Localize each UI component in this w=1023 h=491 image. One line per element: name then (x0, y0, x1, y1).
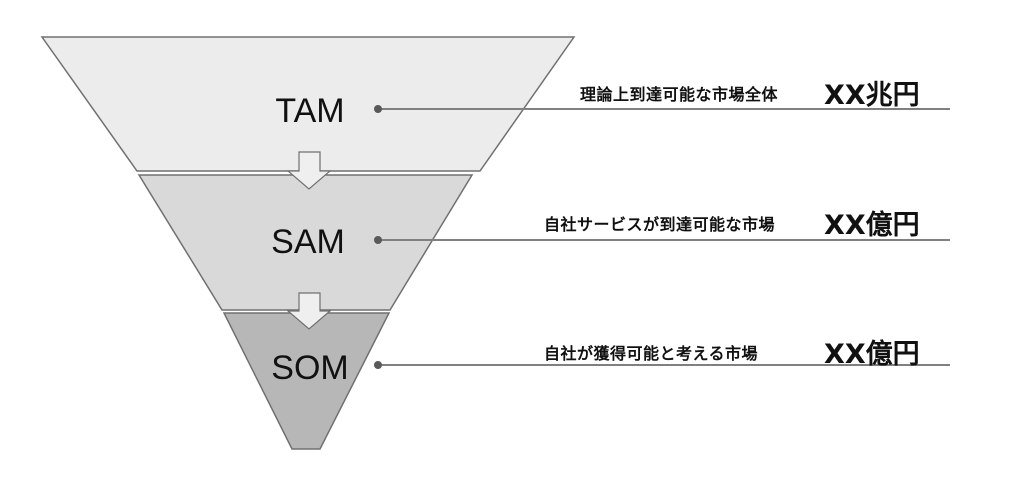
sam-description: 自社サービスが到達可能な市場 (544, 215, 776, 234)
tam-layer-shape (40, 36, 576, 172)
tam-connector-dot (374, 105, 382, 113)
som-layer-shape (222, 312, 391, 450)
som-value: XX億円 (824, 339, 920, 370)
som-label: SOM (271, 349, 348, 387)
down-arrow-icon (286, 151, 332, 190)
sam-value: XX億円 (824, 210, 920, 241)
sam-label: SAM (271, 223, 345, 261)
tam-description: 理論上到達可能な市場全体 (580, 85, 779, 104)
som-description: 自社が獲得可能と考える市場 (544, 344, 759, 363)
sam-connector-dot (374, 236, 382, 244)
tam-label: TAM (275, 92, 344, 130)
down-arrow-icon (286, 292, 332, 330)
sam-layer-shape (137, 174, 474, 311)
tam-value: XX兆円 (824, 80, 920, 111)
som-connector-dot (374, 361, 382, 369)
